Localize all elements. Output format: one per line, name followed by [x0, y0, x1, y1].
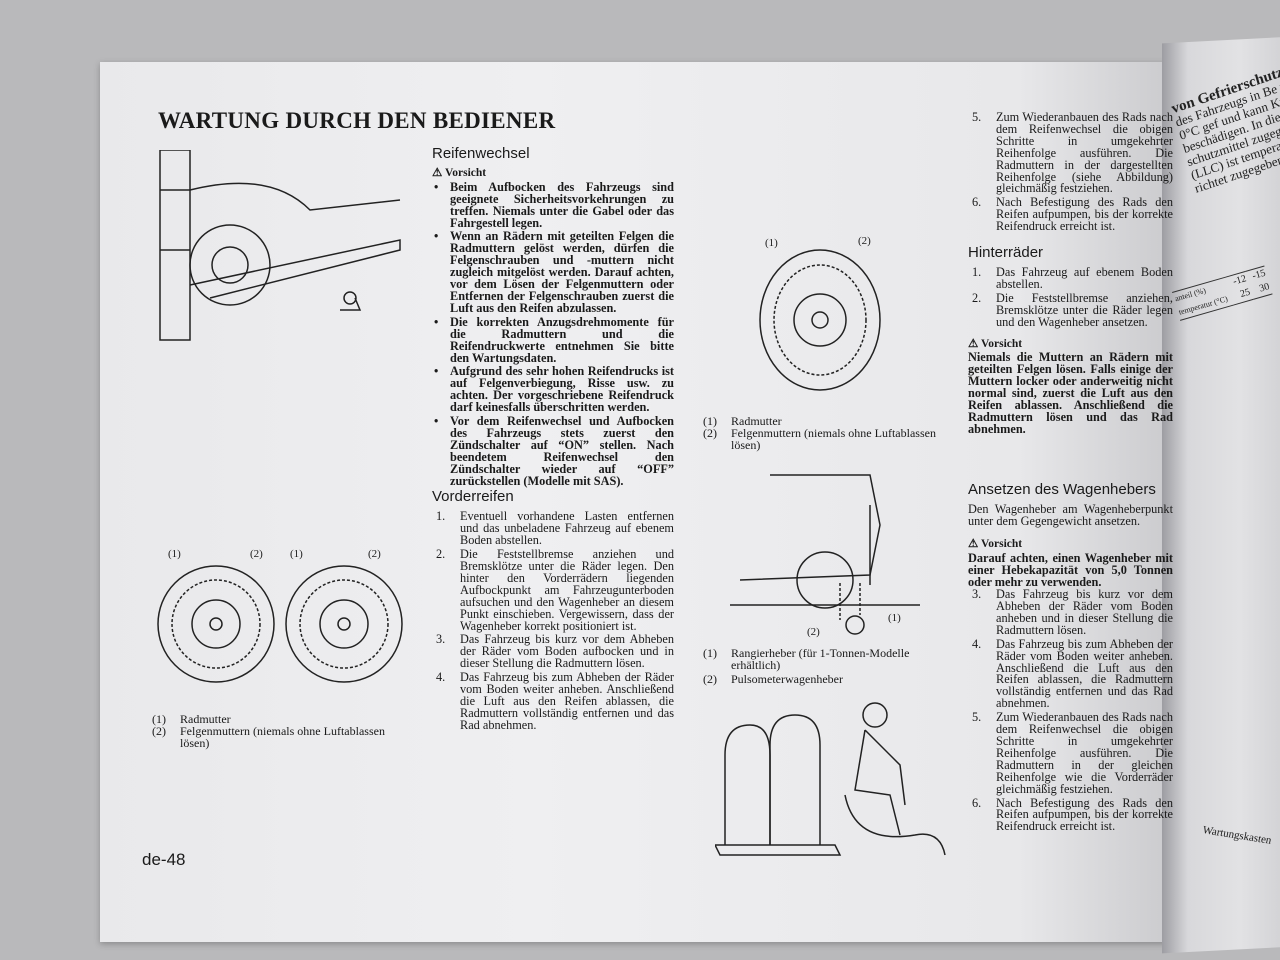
- caution-item: Die korrekten Anzugsdrehmomente für die …: [432, 316, 674, 365]
- counterweight-jack-illustration: [730, 474, 920, 635]
- section-heading: Vorderreifen: [432, 488, 514, 506]
- step-item: 6.Nach Befestigung des Rads den Reifen a…: [972, 195, 1173, 234]
- caution-text: Darauf achten, einen Wagenheber mit eine…: [968, 551, 1173, 590]
- step-item: 2.Die Feststellbremse anziehen, Bremsklö…: [972, 290, 1173, 329]
- warning-icon: ⚠: [968, 337, 979, 350]
- section-heading: Hinterräder: [968, 244, 1044, 262]
- caution-item: Wenn an Rädern mit geteilten Felgen die …: [432, 230, 674, 314]
- page-title: WARTUNG DURCH DEN BEDIENER: [158, 108, 556, 133]
- warning-icon: ⚠: [432, 166, 443, 179]
- step-item: 4.Das Fahrzeug bis zum Abheben der Räder…: [972, 636, 1173, 711]
- step-item: 1.Das Fahrzeug auf ebenem Boden abstelle…: [972, 264, 1173, 291]
- caution-text: Niemals die Muttern an Rädern mit geteil…: [968, 350, 1173, 436]
- wheel-nut-diagram: [759, 249, 881, 391]
- forklift-jack-illustration: [159, 150, 401, 341]
- step-item: 3.Das Fahrzeug bis kurz vor dem Abheben …: [436, 632, 674, 671]
- jack-captions: (1)Rangierheber (für 1-Tonnen-Modelle er…: [703, 646, 910, 686]
- section-heading: Ansetzen des Wagenhebers: [968, 480, 1156, 498]
- step-item: 5.Zum Wiederanbauen des Rads nach dem Re…: [972, 710, 1173, 796]
- step-item: 4.Das Fahrzeug bis zum Abheben der Räder…: [436, 670, 674, 732]
- figure-label: (1): [290, 548, 303, 560]
- figure-label: (1): [888, 612, 901, 624]
- figure-label: (1): [168, 548, 181, 560]
- section-heading: Reifenwechsel: [432, 145, 530, 162]
- caution-item: Aufgrund des sehr hohen Reifendrucks ist…: [432, 365, 674, 414]
- next-page-footer: Wartungskasten: [1201, 824, 1273, 847]
- step-item: 1.Eventuell vorhandene Lasten entfernen …: [436, 509, 674, 548]
- figure-label: (1): [765, 237, 778, 249]
- page-number: de-48: [142, 850, 186, 869]
- step-item: 5.Zum Wiederanbauen des Rads nach dem Re…: [972, 112, 1173, 196]
- caution-item: Vor dem Reifenwechsel und Aufbocken des …: [432, 415, 674, 487]
- caution-item: Beim Aufbocken des Fahrzeugs sind geeign…: [432, 181, 674, 230]
- step-item: 3.Das Fahrzeug bis kurz vor dem Abheben …: [972, 587, 1173, 637]
- figure-label: (2): [858, 235, 871, 247]
- intro-text: Den Wagenheber am Wagenheberpunkt unter …: [968, 501, 1173, 528]
- wheel-nut-diagram-left: [157, 565, 403, 683]
- tire-cage-inflation-illustration: [715, 702, 946, 856]
- next-page-curl: von Gefrierschutz des Fahrzeugs in Be un…: [1162, 36, 1280, 954]
- figure-label: (2): [368, 548, 381, 560]
- left-captions: (1)Radmutter (2)Felgenmuttern (niemals o…: [152, 712, 385, 750]
- figure-label: (2): [807, 626, 820, 638]
- reifenwechsel-section: Reifenwechsel ⚠ Vorsicht Beim Aufbocken …: [432, 145, 674, 734]
- warning-icon: ⚠: [968, 538, 979, 551]
- wheel-captions: (1)Radmutter (2)Felgenmuttern (niemals o…: [703, 414, 936, 452]
- step-item: 6.Nach Befestigung des Rads den Reifen a…: [972, 795, 1173, 834]
- step-item: 2.Die Feststellbremse anziehen und Brems…: [436, 547, 674, 633]
- figure-label: (2): [250, 548, 263, 560]
- right-column: 5.Zum Wiederanbauen des Rads nach dem Re…: [968, 112, 1173, 834]
